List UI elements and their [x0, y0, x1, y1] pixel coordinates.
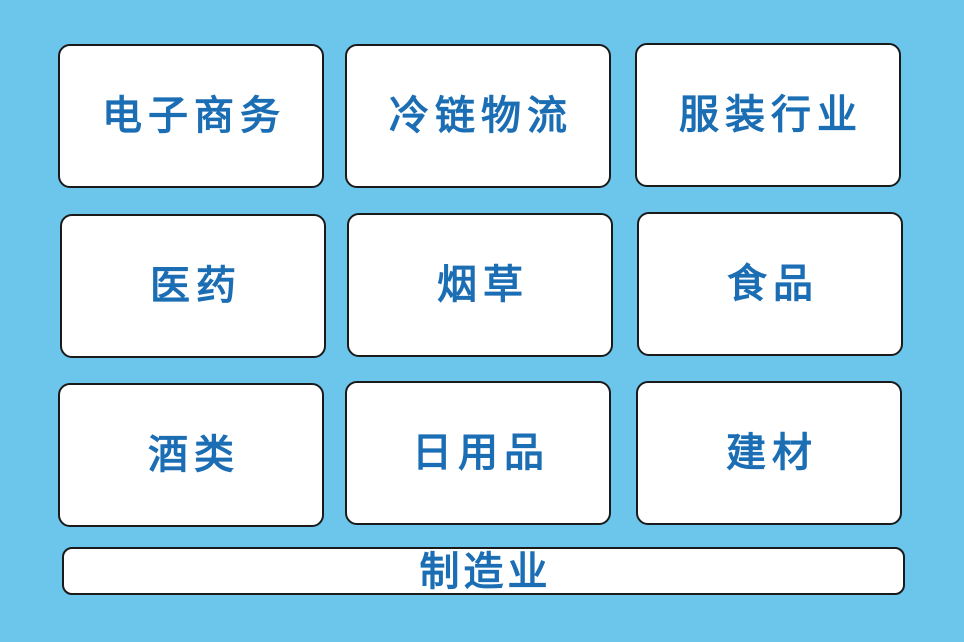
category-card-food[interactable]: 食品 — [637, 212, 903, 356]
category-card-label: 服装行业 — [679, 92, 863, 138]
category-card-label: 冷链物流 — [389, 93, 573, 139]
category-card-manufacturing[interactable]: 制造业 — [62, 547, 905, 595]
category-card-label: 电子商务 — [102, 93, 286, 139]
category-card-label: 制造业 — [419, 549, 552, 595]
category-card-alcoholic-beverages[interactable]: 酒类 — [58, 383, 324, 527]
category-card-label: 食品 — [727, 261, 819, 307]
category-card-building-materials[interactable]: 建材 — [636, 381, 902, 525]
category-card-apparel-industry[interactable]: 服装行业 — [635, 43, 901, 187]
category-card-cold-chain-logistics[interactable]: 冷链物流 — [345, 44, 611, 188]
category-card-label: 医药 — [150, 263, 242, 309]
category-card-label: 酒类 — [148, 432, 240, 478]
category-card-pharmaceuticals[interactable]: 医药 — [60, 214, 326, 358]
category-card-daily-necessities[interactable]: 日用品 — [345, 381, 611, 525]
category-card-label: 日用品 — [412, 430, 550, 476]
category-card-ecommerce[interactable]: 电子商务 — [58, 44, 324, 188]
category-card-label: 建材 — [726, 430, 818, 476]
category-card-tobacco[interactable]: 烟草 — [347, 213, 613, 357]
category-card-label: 烟草 — [437, 262, 529, 308]
